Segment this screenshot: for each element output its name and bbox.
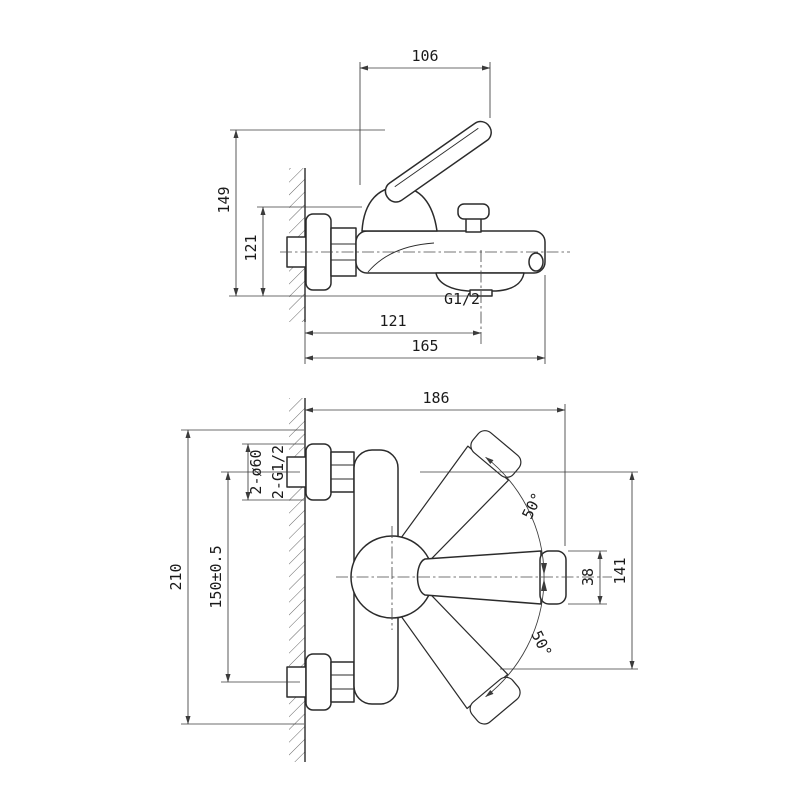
dim-handle-span: 106: [359, 47, 491, 185]
lever-blade: [384, 120, 492, 203]
hex-nut-top: [330, 451, 355, 493]
dim-swing-reach: 141: [420, 471, 638, 670]
dim-inlet-spacing: 150±0.5: [207, 471, 300, 683]
lever-arm-middle: [416, 550, 542, 605]
diverter-knob: [457, 203, 490, 220]
dim-total-reach: 165: [304, 275, 546, 364]
wall-hatch-front: [289, 398, 305, 762]
flange-bottom: [305, 653, 332, 711]
arc-arrow-lower: [541, 579, 547, 591]
angle-label-down: 50°: [527, 628, 555, 660]
wall-section-front: [289, 398, 306, 762]
centerlines-side: [280, 250, 570, 346]
body-casting-line: [367, 242, 435, 273]
dim-label-121-horizontal: 121: [379, 312, 406, 330]
centerlines-front: [336, 526, 612, 630]
diverter-stem: [465, 217, 482, 233]
dim-label-186: 186: [422, 389, 449, 407]
outlet-thread-label: G1/2: [444, 290, 480, 308]
shower-port-detail: [528, 252, 544, 272]
dim-label-121-vertical: 121: [242, 234, 260, 261]
side-view: 106 149 121 G1/2 121 165: [215, 47, 570, 364]
dim-label-106: 106: [411, 47, 438, 65]
dim-height-upper: 121: [242, 206, 362, 297]
arc-arrow-upper: [541, 563, 547, 575]
lever-detail-line: [394, 127, 479, 188]
hex-nut-bottom: [330, 661, 355, 703]
dim-overall-height: 210: [167, 429, 304, 725]
front-view: 50° 50° 186 2-ø60 2-G1/2 150±0.5 210: [167, 389, 638, 762]
dim-label-149: 149: [215, 186, 233, 213]
lever-handle-side: [384, 120, 492, 203]
dim-label-150: 150±0.5: [207, 545, 225, 608]
flange-top: [305, 443, 332, 501]
dim-label-141: 141: [611, 557, 629, 584]
dim-label-38: 38: [579, 568, 597, 586]
dim-handle-end-height: 38: [568, 550, 607, 605]
spout-side: [435, 272, 525, 292]
dim-label-165: 165: [411, 337, 438, 355]
dim-height-total: 149: [215, 129, 468, 297]
dim-total-width: 186: [304, 389, 566, 546]
dim-label-210: 210: [167, 563, 185, 590]
dim-wall-to-outlet: 121: [304, 312, 482, 364]
label-g12: G1/2: [444, 290, 480, 308]
angle-label-up: 50°: [518, 490, 546, 522]
